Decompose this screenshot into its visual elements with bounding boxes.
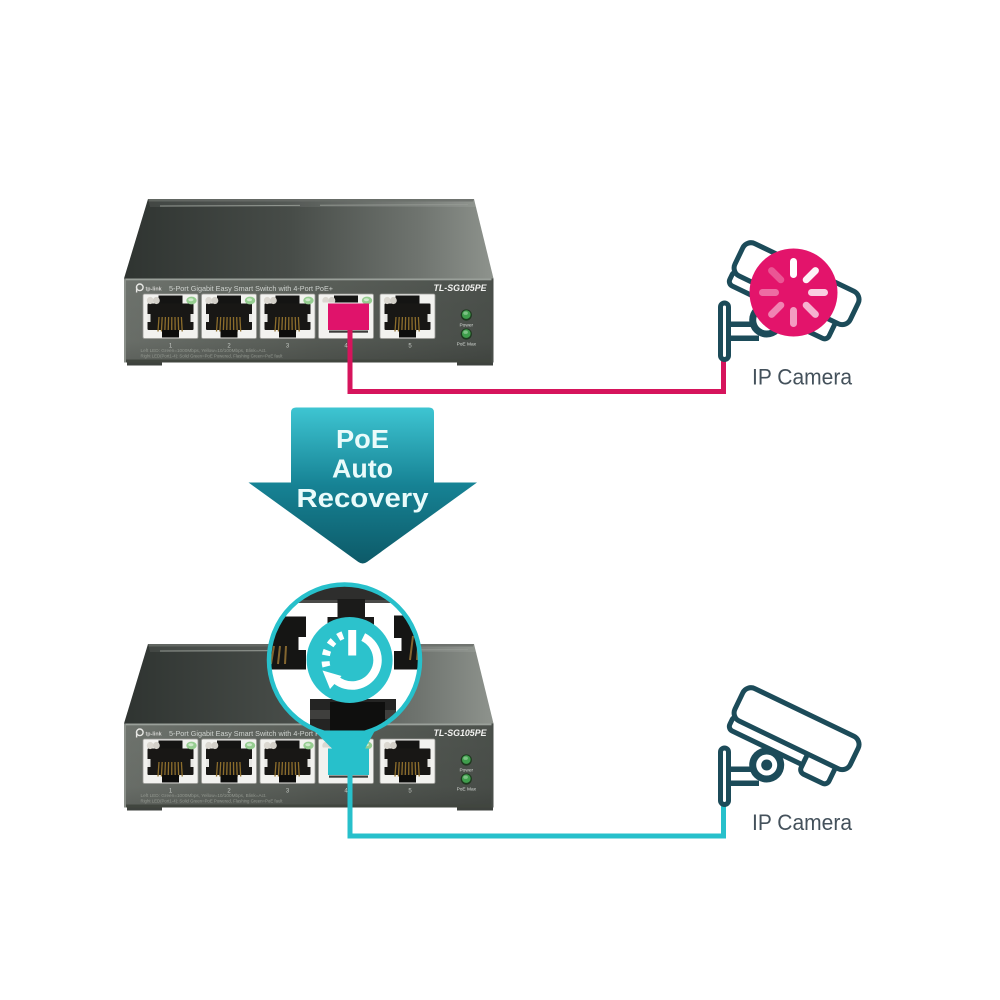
svg-text:Recovery: Recovery — [297, 485, 430, 513]
svg-text:Auto: Auto — [332, 456, 393, 484]
svg-text:PoE: PoE — [336, 426, 389, 454]
svg-text:IP Camera: IP Camera — [752, 364, 853, 389]
svg-text:IP Camera: IP Camera — [752, 810, 853, 835]
